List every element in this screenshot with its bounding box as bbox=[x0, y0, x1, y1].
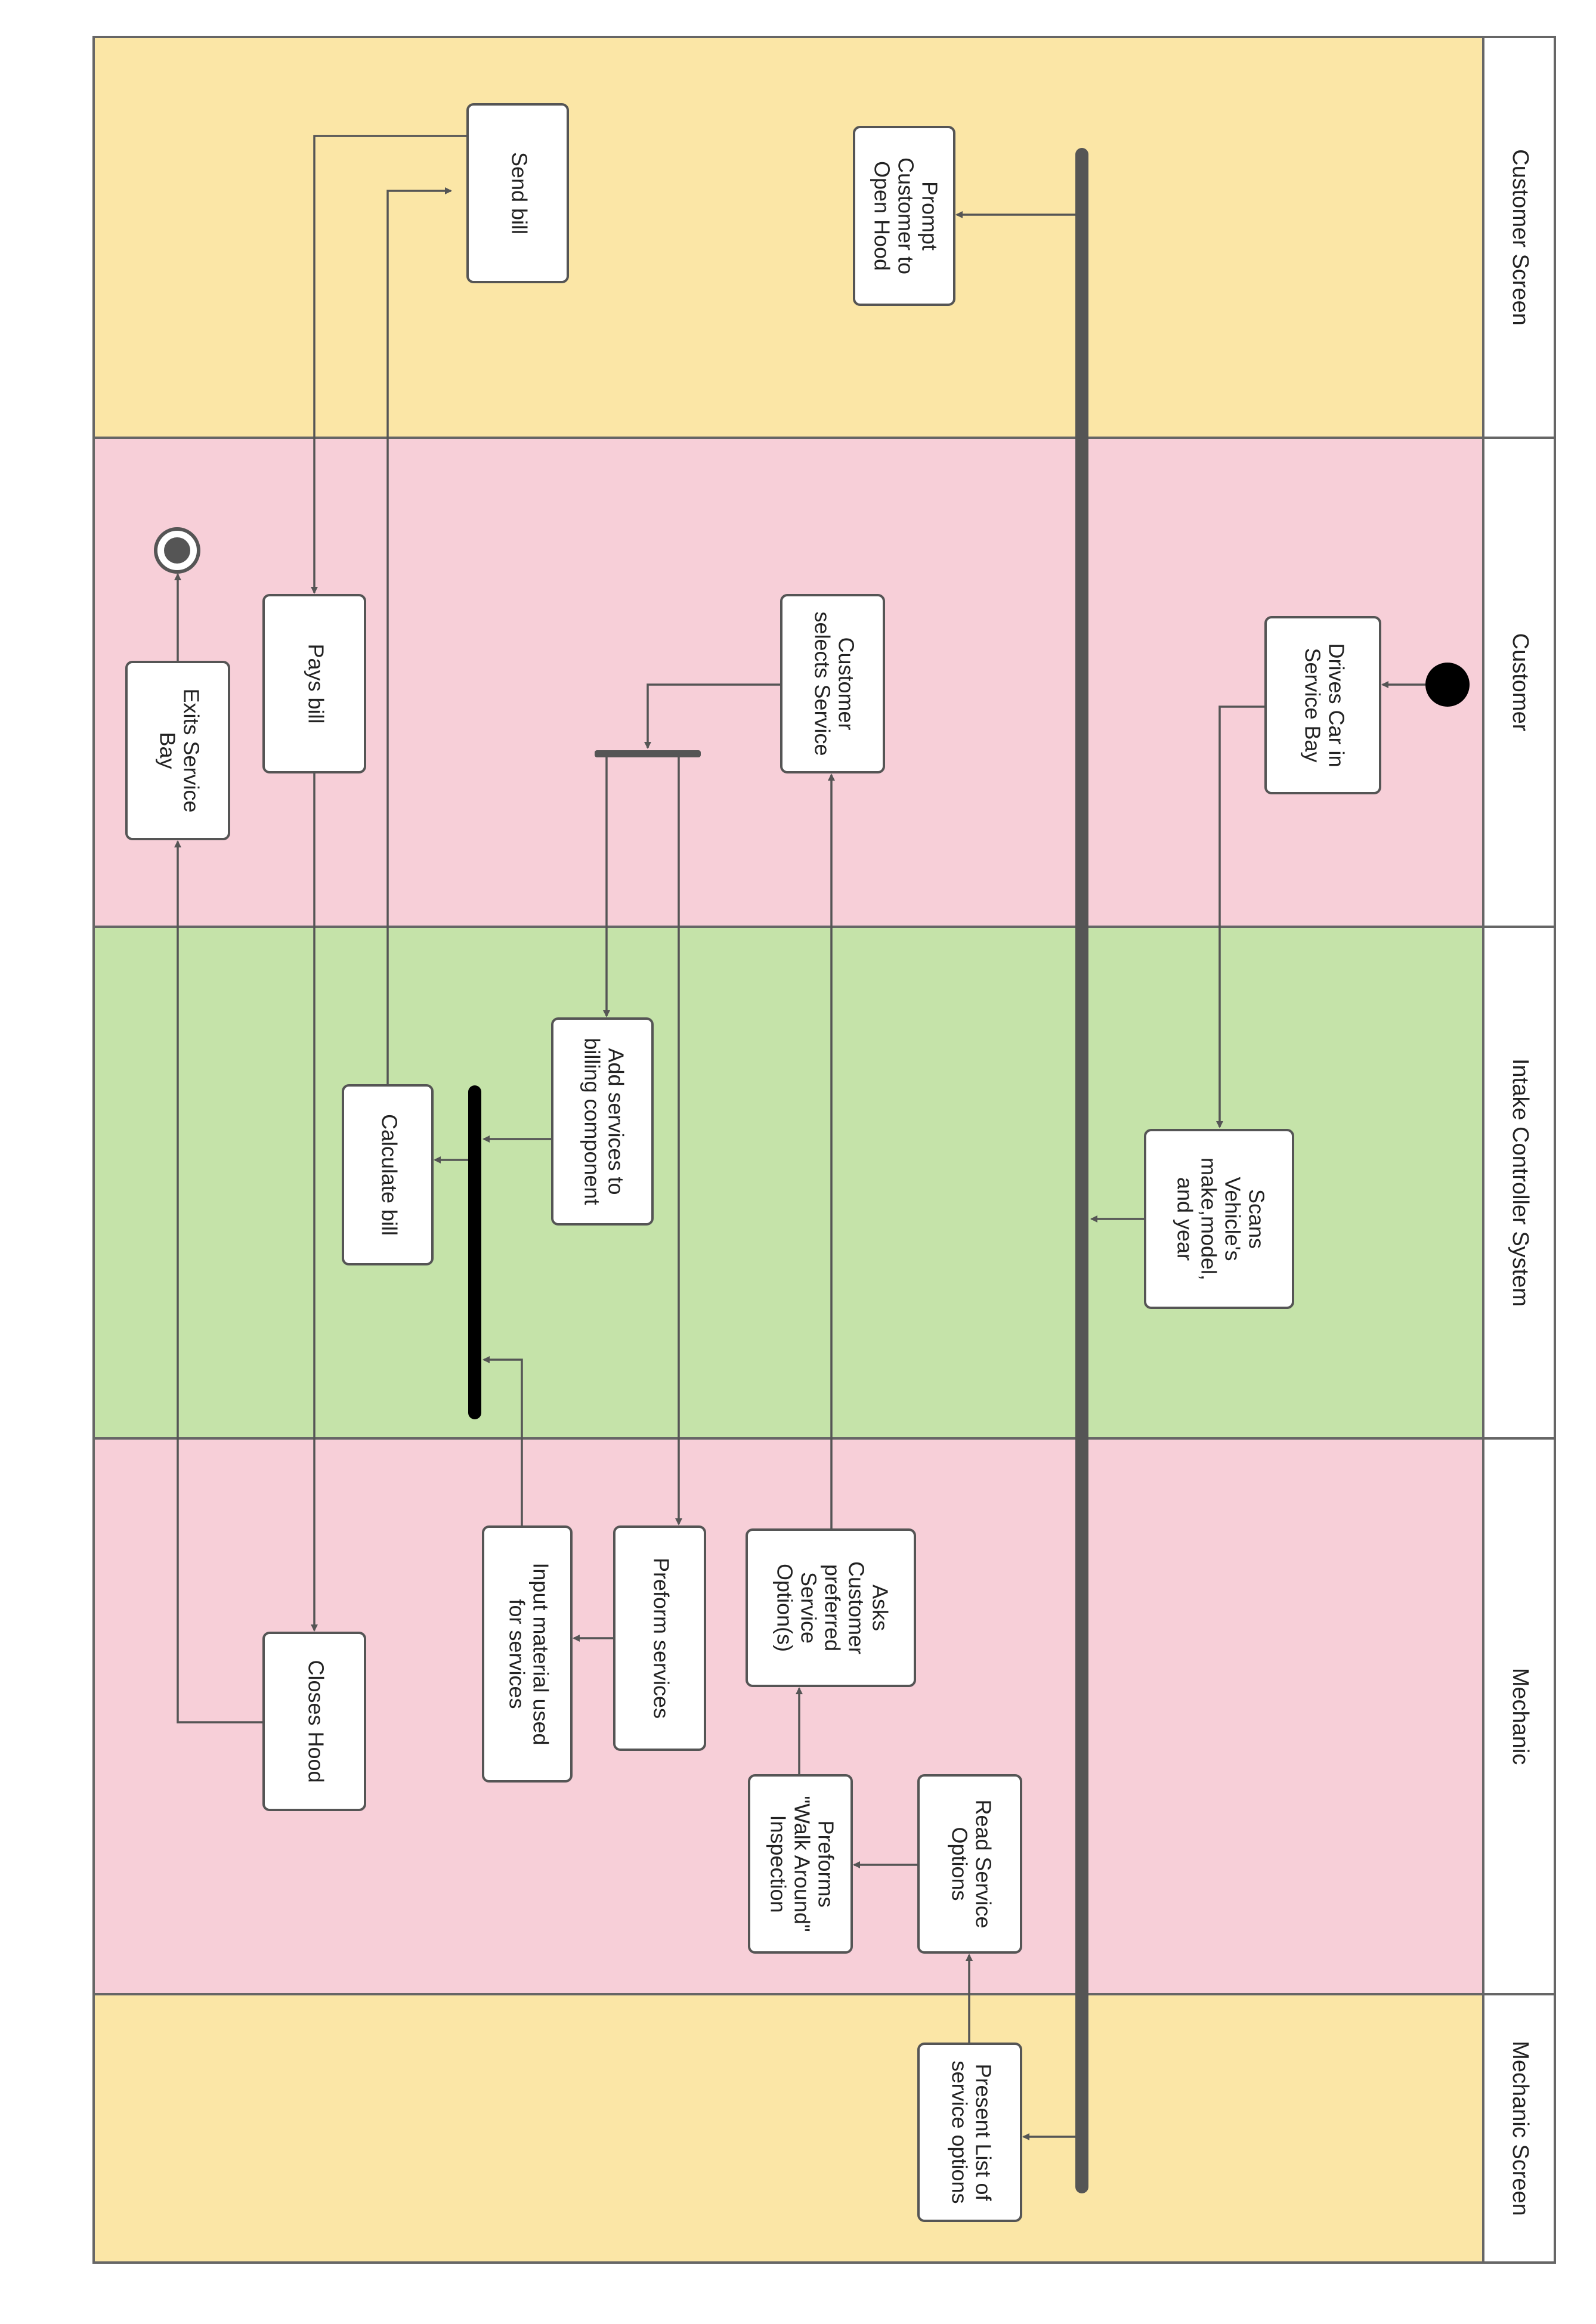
activity-input-material-label-line: Input material used bbox=[528, 1562, 553, 1745]
activity-send-bill-label-line: Send bill bbox=[507, 152, 531, 234]
activity-customer-selects-label-line: Customer bbox=[834, 637, 858, 730]
activity-prompt-open-hood-label-line: Open Hood bbox=[870, 161, 894, 271]
activity-scans-vehicle-label-line: and year bbox=[1173, 1177, 1197, 1261]
edge-input-join bbox=[482, 1356, 523, 1527]
activity-drives-car bbox=[1264, 616, 1381, 794]
activity-walk-around-label-line: "Walk Around" bbox=[790, 1796, 814, 1932]
lane-mechanic-screen bbox=[92, 1993, 1484, 2264]
activity-scans-vehicle-label-line: make,model, bbox=[1196, 1158, 1221, 1280]
activity-input-material bbox=[482, 1525, 573, 1783]
activity-scans-vehicle-label-line: Vehicle's bbox=[1220, 1177, 1245, 1261]
activity-send-bill bbox=[466, 103, 569, 283]
initial-node bbox=[1425, 663, 1470, 707]
activity-walk-around bbox=[748, 1774, 853, 1954]
edge-closes-exits bbox=[174, 840, 264, 1723]
fork-bar-service bbox=[595, 750, 701, 757]
activity-walk-around-label-line: Inspection bbox=[766, 1815, 790, 1913]
activity-present-list-label-line: Present List of bbox=[971, 2063, 995, 2201]
activity-present-list-label-line: service options bbox=[947, 2060, 972, 2204]
lane-header-mechanic-screen bbox=[1482, 1993, 1556, 2264]
lane-label-mechanic-screen: Mechanic Screen bbox=[1508, 2041, 1533, 2216]
activity-asks-customer-label-line: Customer bbox=[844, 1561, 868, 1654]
activity-customer-selects-label-line: selects Service bbox=[810, 611, 834, 756]
lane-label-intake-controller-system: Intake Controller System bbox=[1508, 1059, 1533, 1307]
edge-drives-scans bbox=[1216, 705, 1266, 1128]
activity-preform-services-label-line: Preform services bbox=[649, 1558, 673, 1719]
activity-add-services bbox=[551, 1017, 654, 1226]
activity-read-options-label-line: Options bbox=[947, 1827, 972, 1901]
activity-exits-bay-label-line: Bay bbox=[155, 732, 180, 769]
activity-prompt-open-hood bbox=[853, 126, 955, 306]
flow-edges bbox=[174, 135, 1425, 2140]
fork-bar-main bbox=[1075, 148, 1088, 2193]
activity-add-services-label-line: Add services to bbox=[604, 1048, 628, 1195]
lane-label-mechanic: Mechanic bbox=[1508, 1668, 1533, 1765]
edge-send-pays bbox=[311, 135, 468, 594]
lane-label-customer-screen: Customer Screen bbox=[1508, 149, 1533, 326]
activity-asks-customer-label-line: Option(s) bbox=[772, 1564, 797, 1652]
lane-header-customer-screen bbox=[1482, 36, 1556, 439]
lane-header-intake-controller-system bbox=[1482, 926, 1556, 1440]
activity-pays-bill-label-line: Pays bill bbox=[304, 643, 328, 723]
activity-asks-customer-label-line: preferred bbox=[820, 1564, 845, 1651]
lane-label-customer: Customer bbox=[1508, 633, 1533, 732]
activity-walk-around-label-line: Preforms bbox=[814, 1820, 838, 1907]
final-node-core bbox=[164, 537, 190, 564]
activity-read-options-label-line: Read Service bbox=[971, 1799, 995, 1928]
edge-selects-fork bbox=[644, 683, 781, 749]
activity-closes-hood-label-line: Closes Hood bbox=[304, 1660, 328, 1783]
lane-customer-screen bbox=[92, 36, 1484, 439]
activity-input-material-label-line: for services bbox=[505, 1599, 529, 1709]
activity-exits-bay-label-line: Exits Service bbox=[179, 688, 203, 812]
join-bar-billing bbox=[468, 1085, 481, 1419]
activity-drives-car-label-line: Drives Car in bbox=[1324, 643, 1348, 767]
activity-calculate-bill-label-line: Calculate bill bbox=[377, 1114, 401, 1236]
activity-asks-customer-label-line: Asks bbox=[868, 1585, 892, 1631]
activity-prompt-open-hood-label-line: Customer to bbox=[893, 157, 918, 274]
activity-prompt-open-hood-label-line: Prompt bbox=[917, 181, 942, 250]
edge-calc-send bbox=[386, 187, 452, 1085]
activity-scans-vehicle-label-line: Scans bbox=[1244, 1189, 1269, 1249]
activity-add-services-label-line: billing component bbox=[580, 1038, 604, 1205]
activity-asks-customer-label-line: Service bbox=[796, 1572, 821, 1644]
activity-drives-car-label-line: Service Bay bbox=[1300, 648, 1325, 762]
